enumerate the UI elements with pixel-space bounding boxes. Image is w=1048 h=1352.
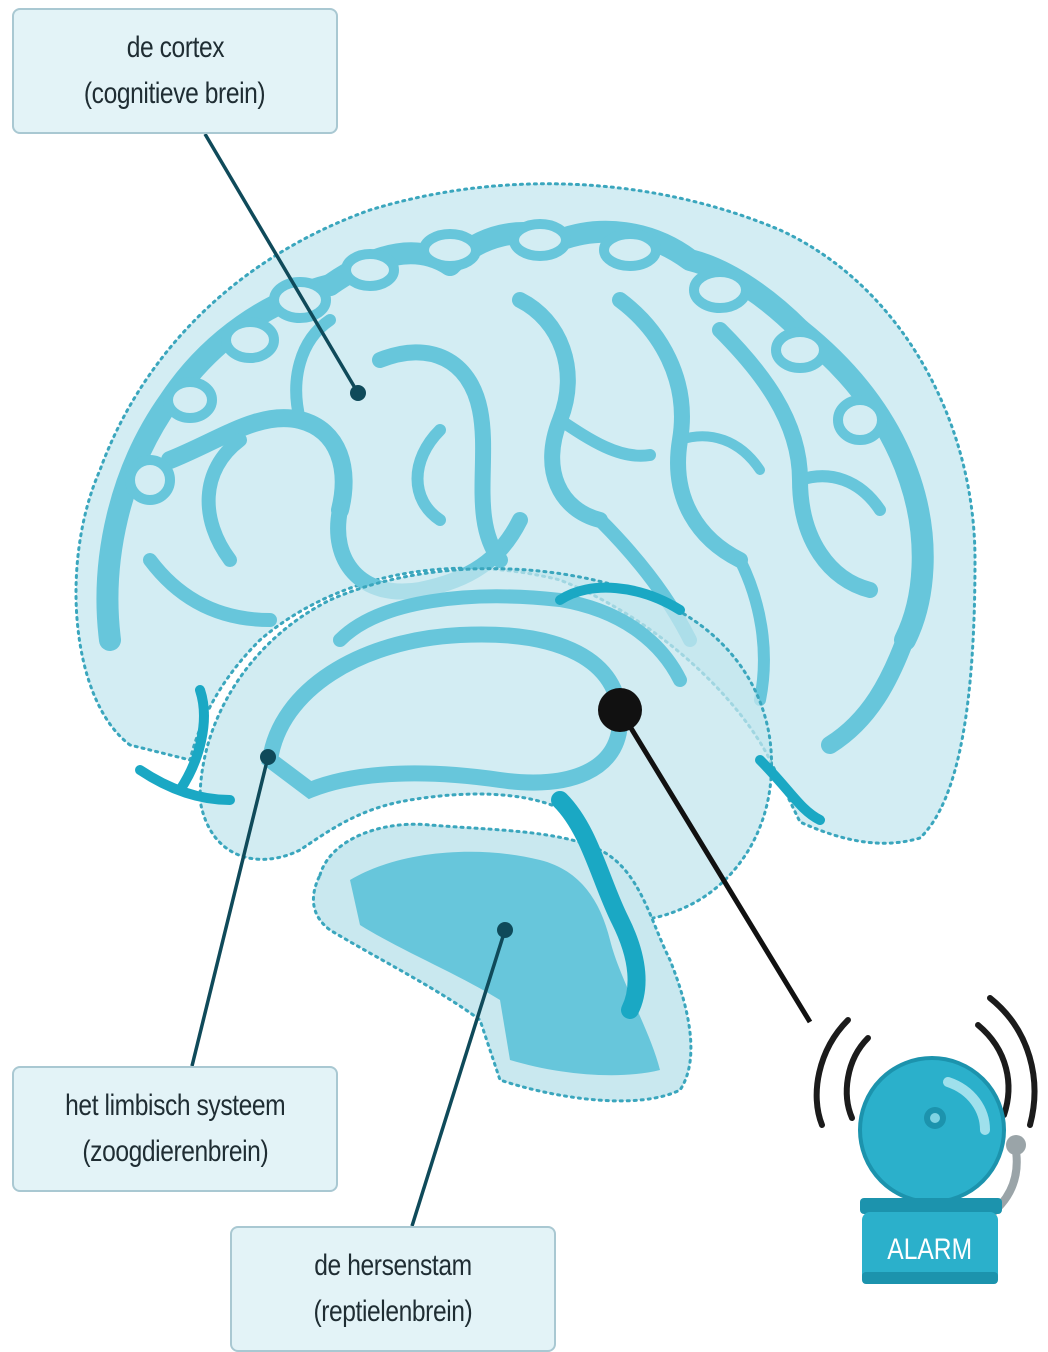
- limbic-label-line1: het limbisch systeem: [65, 1083, 285, 1129]
- amygdala-dot: [598, 688, 642, 732]
- brainstem-label-line1: de hersenstam: [314, 1243, 471, 1289]
- alarm-label: ALARM: [862, 1228, 998, 1272]
- cortex-label-line1: de cortex: [126, 25, 224, 71]
- limbic-label: het limbisch systeem (zoogdierenbrein): [12, 1066, 338, 1192]
- limbic-label-line2: (zoogdierenbrein): [82, 1129, 268, 1175]
- cortex-marker-dot: [350, 385, 366, 401]
- cortex-label: de cortex (cognitieve brein): [12, 8, 338, 134]
- stem-marker-dot: [497, 922, 513, 938]
- brainstem-label: de hersenstam (reptielenbrein): [230, 1226, 556, 1352]
- limbic-marker-dot: [260, 749, 276, 765]
- brainstem-label-line2: (reptielenbrein): [314, 1289, 473, 1335]
- cortex-label-line2: (cognitieve brein): [84, 71, 265, 117]
- alarm-label-text: ALARM: [888, 1233, 973, 1267]
